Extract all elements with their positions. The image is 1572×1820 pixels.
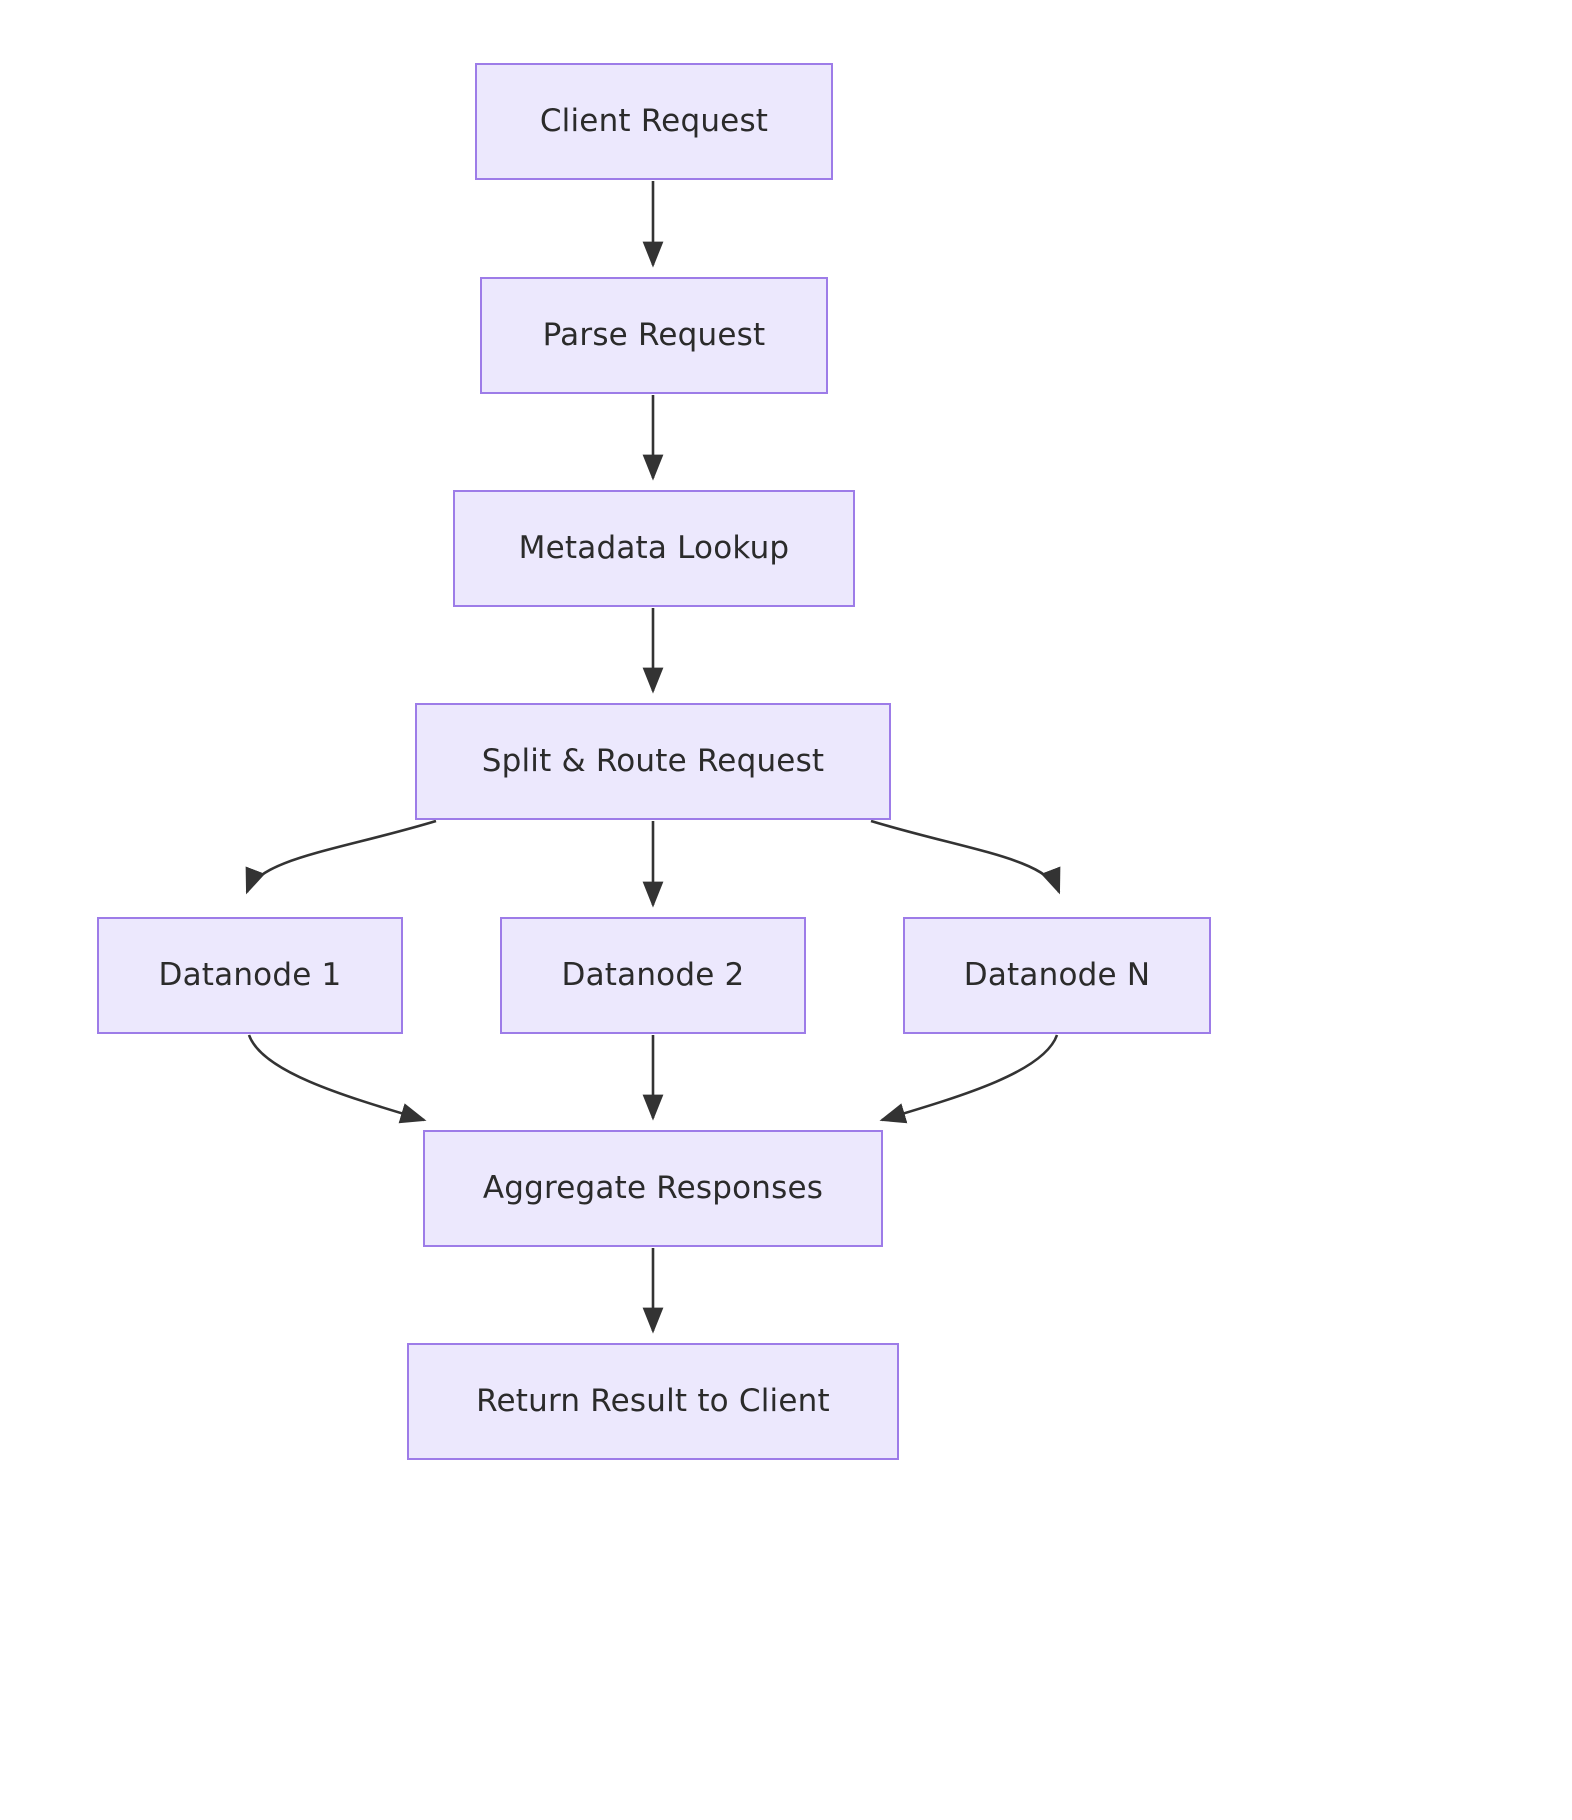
node-metadata_lookup[interactable]: Metadata Lookup xyxy=(453,490,855,607)
node-label-datanode_n: Datanode N xyxy=(963,956,1151,993)
node-label-datanode_1: Datanode 1 xyxy=(158,956,342,993)
node-label-return_result: Return Result to Client xyxy=(476,1382,830,1419)
node-client_request[interactable]: Client Request xyxy=(475,63,833,180)
node-label-parse_request: Parse Request xyxy=(542,316,766,353)
node-split_route[interactable]: Split & Route Request xyxy=(415,703,891,820)
node-label-split_route: Split & Route Request xyxy=(481,742,825,779)
node-label-client_request: Client Request xyxy=(539,102,769,139)
node-label-datanode_2: Datanode 2 xyxy=(561,956,745,993)
node-label-aggregate: Aggregate Responses xyxy=(482,1169,824,1206)
node-parse_request[interactable]: Parse Request xyxy=(480,277,828,394)
edge-split_route-to-datanode_1 xyxy=(245,819,437,895)
node-aggregate[interactable]: Aggregate Responses xyxy=(423,1130,883,1247)
node-return_result[interactable]: Return Result to Client xyxy=(407,1343,899,1460)
node-label-metadata_lookup: Metadata Lookup xyxy=(518,529,790,566)
node-datanode_2[interactable]: Datanode 2 xyxy=(500,917,806,1034)
node-datanode_n[interactable]: Datanode N xyxy=(903,917,1211,1034)
edge-datanode_n-to-aggregate xyxy=(879,1034,1059,1124)
node-datanode_1[interactable]: Datanode 1 xyxy=(97,917,403,1034)
edge-datanode_1-to-aggregate xyxy=(247,1034,427,1124)
edge-split_route-to-datanode_n xyxy=(870,819,1061,895)
